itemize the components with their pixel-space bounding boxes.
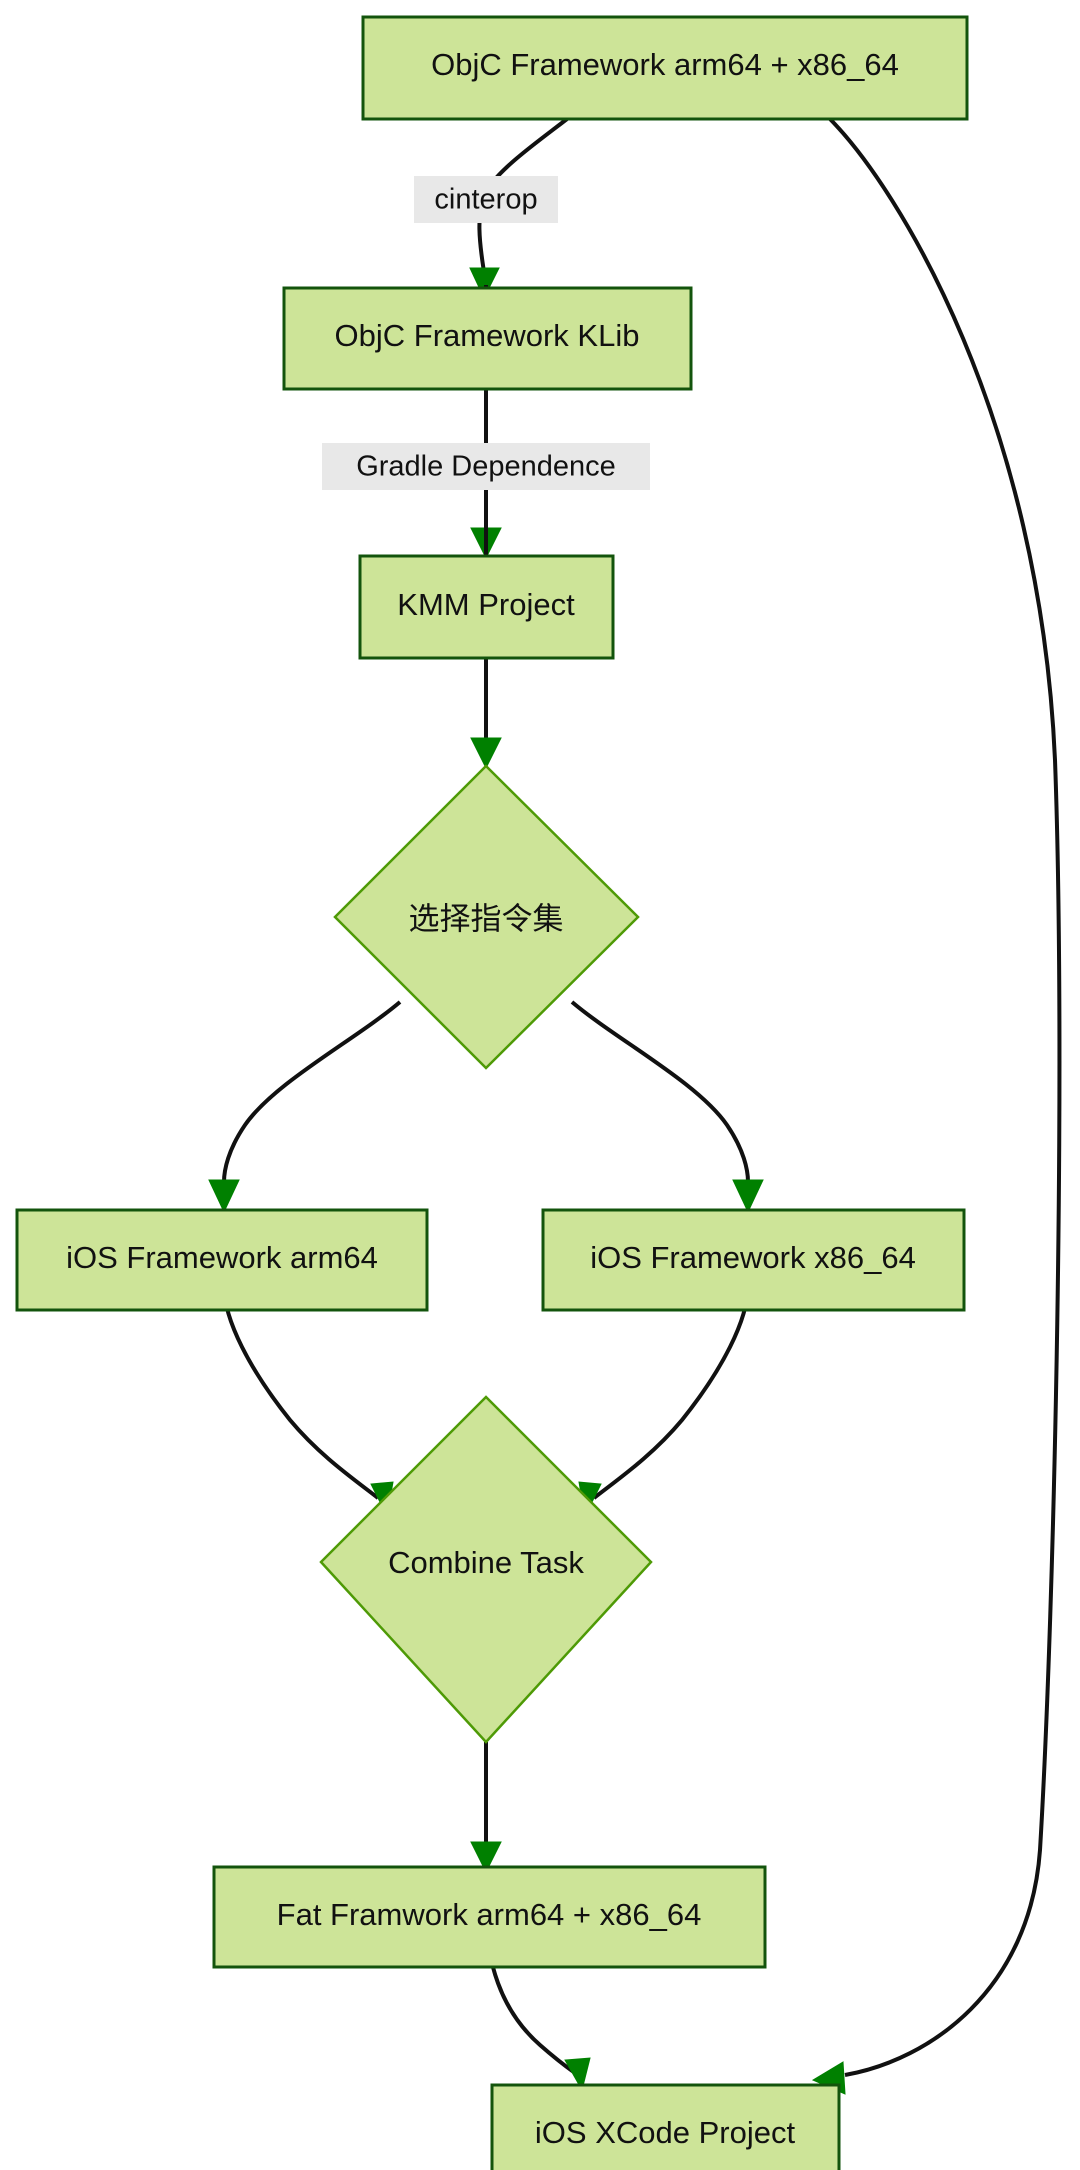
edge-label-background: [322, 443, 650, 490]
node-ios-xcode-project[interactable]: iOS XCode Project: [490, 2083, 841, 2170]
node-shape-rect: [15, 1208, 429, 1312]
node-shape-rect: [358, 554, 615, 660]
arrow-head-icon: [470, 1841, 502, 1874]
node-kmm-project[interactable]: KMM Project: [358, 554, 615, 660]
node-label-combine-task: Combine Task: [388, 1545, 584, 1580]
edge-choose_arch-to-ios_fw_x86_64: [570, 1000, 764, 1214]
node-shape-rect: [212, 1865, 767, 1969]
node-ios-framework-x86-64[interactable]: iOS Framework x86_64: [541, 1208, 966, 1312]
node-label-ios-framework-x86-64: iOS Framework x86_64: [590, 1240, 916, 1275]
node-shape-rect: [541, 1208, 966, 1312]
node-objc-framework-arm64-x86-64[interactable]: ObjC Framework arm64 + x86_64: [361, 15, 969, 121]
node-combine-task[interactable]: Combine Task: [319, 1395, 653, 1744]
arrow-head-icon: [732, 1179, 764, 1214]
edge-label-background: [414, 176, 558, 223]
node-label-ios-xcode-project: iOS XCode Project: [535, 2115, 796, 2150]
edge-label-gradle-dependence-text: Gradle Dependence: [356, 451, 616, 483]
arrow-head-icon: [470, 737, 502, 770]
arrow-head-icon: [564, 2057, 591, 2092]
edge-objc_fw-to-xcode_project: [811, 117, 1062, 2095]
arrow-head-icon: [469, 267, 500, 300]
node-label-objc-framework: ObjC Framework arm64 + x86_64: [431, 47, 899, 82]
node-shape-diamond: [319, 1395, 653, 1744]
node-label-choose-instruction-set: 选择指令集: [409, 902, 564, 938]
edge-label-gradle-dependence: Gradle Dependence: [322, 443, 650, 490]
edge-ios_fw_arm64-to-combine_task: [222, 1285, 394, 1518]
node-label-objc-framework-klib: ObjC Framework KLib: [335, 318, 640, 353]
node-fat-framework[interactable]: Fat Framwork arm64 + x86_64: [212, 1865, 767, 1969]
arrow-head-icon: [208, 1179, 240, 1214]
edge-choose_arch-to-ios_fw_arm64: [208, 1000, 402, 1214]
node-objc-framework-klib[interactable]: ObjC Framework KLib: [282, 286, 693, 391]
node-shape-rect: [490, 2083, 841, 2170]
node-shape-rect: [282, 286, 693, 391]
edge-ios_fw_x86_64-to-combine_task: [578, 1285, 750, 1518]
edge-label-cinterop: cinterop: [414, 176, 558, 223]
edge-combine_task-to-fat_framework: [470, 1742, 502, 1874]
edge-label-cinterop-text: cinterop: [434, 184, 537, 216]
node-shape-diamond: [333, 764, 640, 1070]
node-choose-instruction-set[interactable]: 选择指令集: [333, 764, 640, 1070]
node-shape-rect: [361, 15, 969, 121]
node-ios-framework-arm64[interactable]: iOS Framework arm64: [15, 1208, 429, 1312]
node-label-kmm-project: KMM Project: [397, 587, 575, 622]
node-label-ios-framework-arm64: iOS Framework arm64: [66, 1240, 378, 1275]
node-label-fat-framework: Fat Framwork arm64 + x86_64: [277, 1897, 702, 1932]
